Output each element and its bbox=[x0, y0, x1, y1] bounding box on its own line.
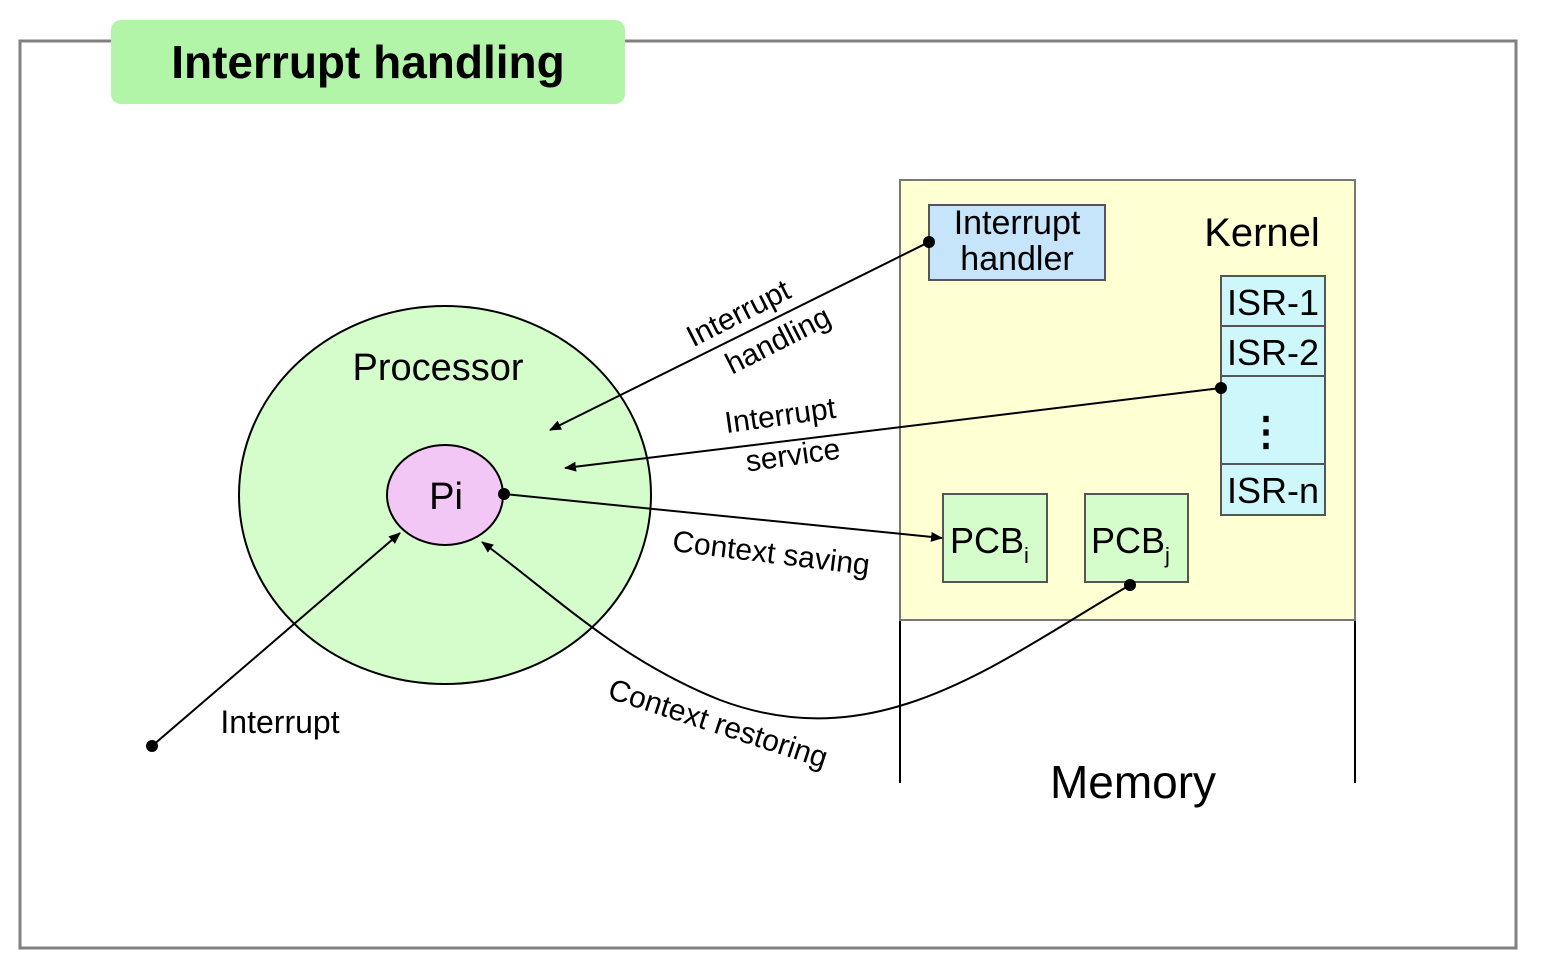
context-saving-arrow bbox=[503, 493, 943, 542]
isr-1-label: ISR-1 bbox=[1227, 282, 1319, 323]
interrupt-handler-line2: handler bbox=[960, 240, 1073, 278]
context-restoring-arrow bbox=[481, 541, 1131, 720]
interrupt-handling-arrow bbox=[549, 241, 930, 431]
interrupt-handler-box bbox=[928, 204, 1106, 281]
isr-ellipsis: ⋮ bbox=[1246, 410, 1286, 454]
interrupt-source-dot bbox=[146, 740, 158, 752]
pcb-i-label: PCBi bbox=[950, 520, 1029, 568]
isr-n-label: ISR-n bbox=[1227, 470, 1319, 511]
process-pi-label: Pi bbox=[429, 476, 463, 518]
kernel-label: Kernel bbox=[1204, 211, 1320, 255]
pcb-i-base: PCB bbox=[950, 520, 1024, 561]
pcb-j-subscript: j bbox=[1164, 543, 1170, 568]
pcb-j-label: PCBj bbox=[1091, 520, 1170, 568]
processor-label: Processor bbox=[352, 347, 523, 389]
pcb-i-subscript: i bbox=[1024, 543, 1029, 568]
isr-cell bbox=[1220, 463, 1326, 516]
isr-cell bbox=[1220, 325, 1326, 377]
isr-cell bbox=[1220, 375, 1326, 465]
handler-dot bbox=[923, 236, 935, 248]
isr-2-label: ISR-2 bbox=[1227, 332, 1319, 373]
isr-cell bbox=[1220, 275, 1326, 327]
pcb-j-base: PCB bbox=[1091, 520, 1165, 561]
interrupt-arrow bbox=[151, 532, 401, 747]
interrupt-service-arrow bbox=[564, 387, 1222, 472]
isr-dot bbox=[1215, 382, 1227, 394]
interrupt-handler-line1: Interrupt bbox=[954, 204, 1081, 242]
pcb-i-box bbox=[942, 493, 1048, 583]
memory-label: Memory bbox=[1050, 756, 1216, 808]
pi-dot bbox=[498, 488, 510, 500]
pcb-j-dot bbox=[1124, 579, 1136, 591]
interrupt-label: Interrupt bbox=[220, 704, 339, 740]
title-badge bbox=[111, 20, 625, 104]
isr-table: ISR-1 ISR-2 ⋮ ISR-n bbox=[1220, 275, 1326, 516]
diagram-title: Interrupt handling bbox=[171, 36, 565, 88]
pcb-j-box bbox=[1084, 493, 1189, 583]
